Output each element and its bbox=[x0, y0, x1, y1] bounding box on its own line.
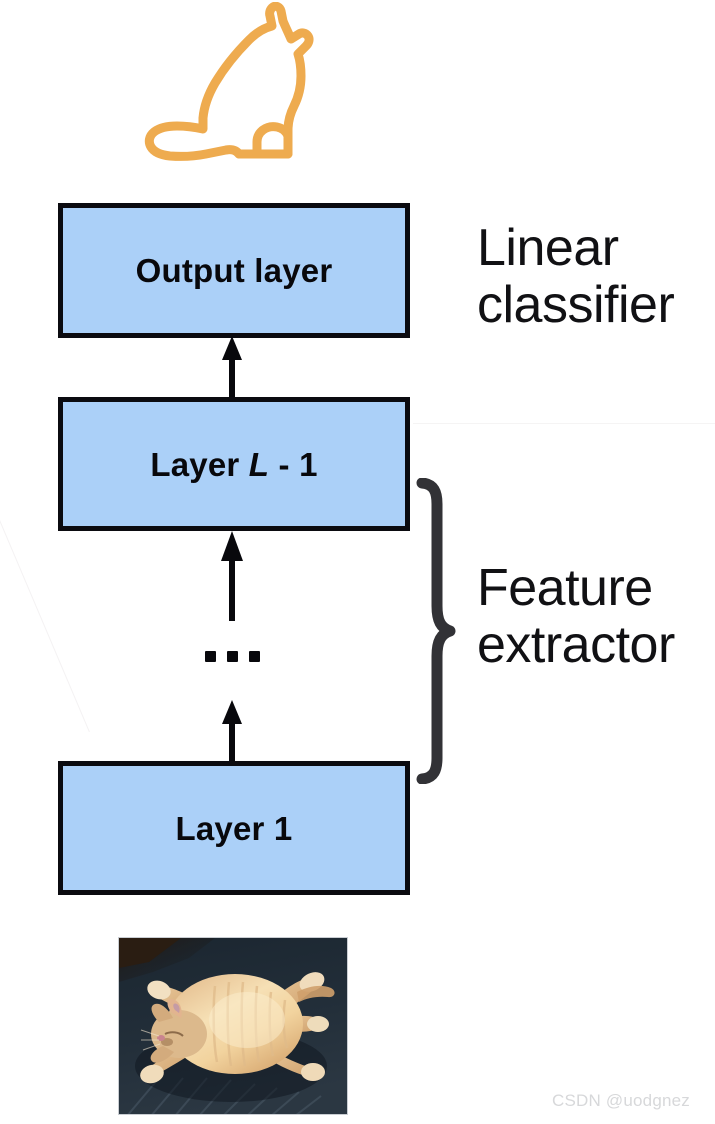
layer-ellipsis bbox=[205, 643, 260, 669]
annotation-feature-extractor: Feature extractor bbox=[477, 559, 675, 675]
ellipsis-dot bbox=[205, 650, 216, 662]
input-cat-photo bbox=[118, 937, 348, 1115]
layer-box-output-label: Output layer bbox=[135, 252, 333, 289]
arrow-lminus1-to-output bbox=[216, 336, 248, 400]
layer-box-output[interactable]: Output layer bbox=[58, 203, 410, 338]
annotation-linear-classifier-line-1: Linear bbox=[477, 219, 619, 277]
arrow-ellipsis-to-lminus1 bbox=[216, 531, 248, 621]
csdn-watermark: CSDN @uodgnez bbox=[552, 1091, 690, 1110]
layer-box-l-minus-1[interactable]: Layer L - 1 bbox=[58, 397, 410, 531]
layer-box-layer-1-label: Layer 1 bbox=[175, 809, 293, 847]
layer-box-l-minus-1-label: Layer L - 1 bbox=[150, 445, 318, 483]
annotation-feature-extractor-line-1: Feature bbox=[477, 559, 653, 617]
arrow-layer1-to-ellipsis bbox=[216, 700, 248, 764]
ellipsis-dot bbox=[249, 650, 260, 662]
background-artifact-horizontal bbox=[413, 423, 715, 424]
background-artifact-diagonal bbox=[0, 520, 90, 733]
layer-box-layer-1[interactable]: Layer 1 bbox=[58, 761, 410, 895]
curly-brace-feature-extractor bbox=[410, 477, 456, 785]
annotation-linear-classifier-line-2: classifier bbox=[477, 276, 675, 335]
ellipsis-dot bbox=[227, 650, 238, 662]
annotation-linear-classifier: Linear classifier bbox=[477, 219, 675, 335]
layer-index-symbol: L bbox=[248, 445, 270, 483]
annotation-feature-extractor-line-2: extractor bbox=[477, 616, 675, 675]
cat-outline-icon bbox=[138, 1, 328, 164]
